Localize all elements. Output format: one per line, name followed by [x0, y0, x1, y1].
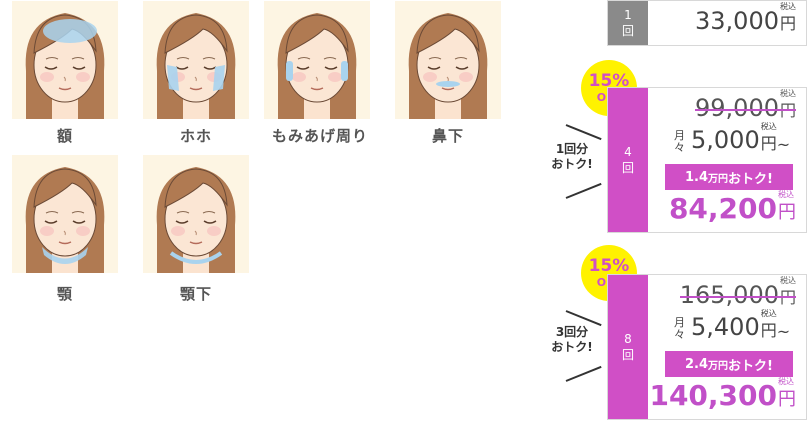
count-number: 8: [624, 332, 632, 346]
monthly-label-2: 々: [674, 141, 685, 154]
face-illustration: [155, 166, 237, 273]
count-unit: 回: [621, 348, 634, 362]
badge-percent: 15%: [588, 256, 630, 276]
yen-label: 円: [779, 14, 796, 33]
face-label: 顎下: [179, 285, 212, 303]
face-illustration: [276, 12, 358, 119]
price-value: 33,000: [695, 7, 779, 35]
note-slash-bottom: [565, 182, 602, 199]
monthly-value: 5,000: [691, 126, 760, 154]
count-number: 1: [624, 8, 632, 22]
count-unit: 回: [621, 161, 634, 175]
monthly-label-1: 月: [674, 316, 685, 329]
zone-forehead: [43, 19, 97, 43]
tax-label: 税込: [779, 89, 796, 98]
final-price-value: 84,200: [668, 192, 777, 225]
saving-unit: 万円: [708, 173, 729, 185]
yen-label: 円: [779, 101, 796, 120]
deal-note-line2: おトク!: [551, 340, 593, 354]
zone-cheek-left: [167, 65, 179, 91]
final-price-value: 140,300: [649, 379, 777, 412]
face-card-cheeks: [143, 1, 249, 119]
face-illustration: [407, 12, 489, 119]
face-illustration: [24, 12, 106, 119]
plan-count: 4 回: [608, 88, 648, 232]
zone-sideburn-left: [286, 61, 293, 81]
deal-note: 3回分 おトク!: [542, 325, 602, 355]
yen-label: 円: [760, 134, 777, 153]
face-label: 額: [56, 127, 73, 145]
saving-unit: 万円: [708, 360, 729, 372]
saving-number: 2.4: [685, 356, 709, 372]
deal-note: 1回分 おトク!: [542, 142, 602, 172]
monthly-value: 5,400: [691, 313, 760, 341]
face-card-chin: [12, 155, 118, 273]
face-card-under-nose: [395, 1, 501, 119]
count-unit: 回: [621, 24, 634, 38]
monthly-label-1: 月: [674, 129, 685, 142]
note-slash-bottom: [565, 365, 602, 382]
plan-count: 8 回: [608, 275, 648, 419]
saving-text: おトク!: [728, 171, 773, 187]
deal-note-line1: 1回分: [555, 142, 589, 156]
zone-under-nose: [436, 81, 460, 87]
monthly-label: 月 々: [674, 130, 685, 154]
zone-under-chin: [169, 251, 223, 264]
face-card-forehead: [12, 1, 118, 119]
original-price-value: 99,000: [695, 94, 779, 122]
original-price-value: 165,000: [679, 281, 779, 309]
tax-label: 税込: [778, 190, 794, 199]
face-label: もみあげ周り: [271, 127, 368, 145]
face-card-sideburns: [264, 1, 370, 119]
note-slash-top: [565, 310, 602, 327]
face-label: 鼻下: [431, 127, 464, 145]
monthly-label-2: 々: [674, 328, 685, 341]
yen-label: 円: [778, 202, 796, 223]
yen-label: 円: [779, 288, 796, 307]
plan-count: 1 回: [608, 1, 648, 45]
tax-label: 税込: [779, 276, 796, 285]
saving-number: 1.4: [685, 169, 709, 185]
tax-label: 税込: [778, 377, 794, 386]
saving-text: おトク!: [728, 358, 773, 374]
monthly-label: 月 々: [674, 317, 685, 341]
badge-percent: 15%: [588, 71, 630, 91]
tilde: ~: [776, 135, 791, 154]
zone-cheek-right: [213, 65, 225, 91]
face-label: ホホ: [179, 127, 212, 145]
face-illustration: [24, 166, 106, 273]
yen-label: 円: [760, 321, 777, 340]
tax-label: 税込: [779, 2, 796, 11]
zone-chin: [42, 247, 88, 264]
note-slash-top: [565, 124, 602, 141]
face-label: 顎: [56, 285, 73, 303]
deal-note-line1: 3回分: [555, 325, 589, 339]
count-number: 4: [624, 145, 632, 159]
face-illustration: [155, 12, 237, 119]
yen-label: 円: [778, 389, 796, 410]
tax-label: 税込: [760, 309, 777, 318]
tax-label: 税込: [760, 122, 777, 131]
tilde: ~: [776, 322, 791, 341]
zone-sideburn-right: [341, 61, 348, 81]
deal-note-line2: おトク!: [551, 157, 593, 171]
face-card-under-chin: [143, 155, 249, 273]
